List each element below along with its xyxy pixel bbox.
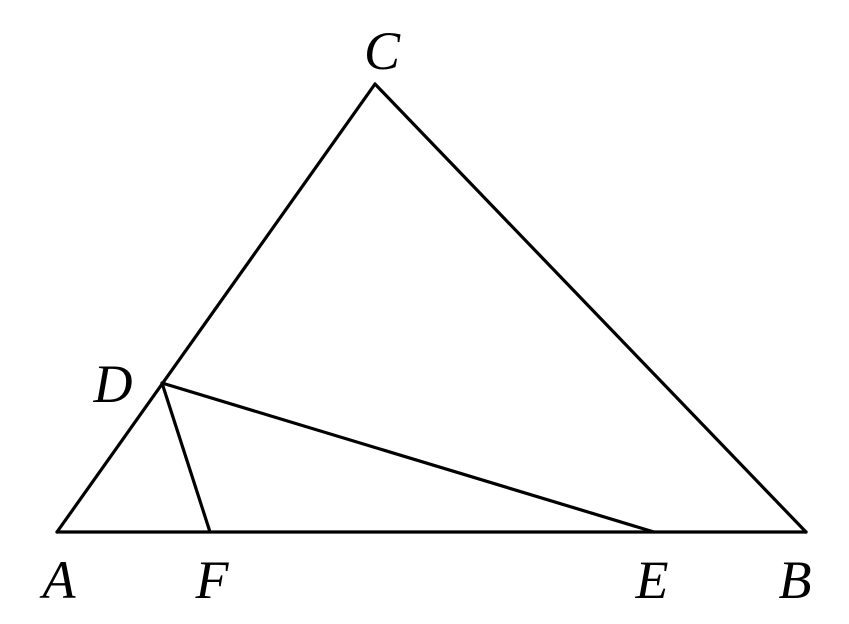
segment-CA [55,82,377,534]
label-point-B: B [779,550,812,610]
segment-DE [160,381,656,534]
label-point-F: F [195,550,230,610]
segment-BC [373,82,808,534]
segment-DF [160,381,212,534]
segments-layer [55,82,808,534]
label-point-A: A [40,550,77,610]
label-point-D: D [93,354,133,414]
labels-layer: C D A F E B [40,21,812,610]
label-point-C: C [364,21,401,81]
label-point-E: E [635,550,669,610]
